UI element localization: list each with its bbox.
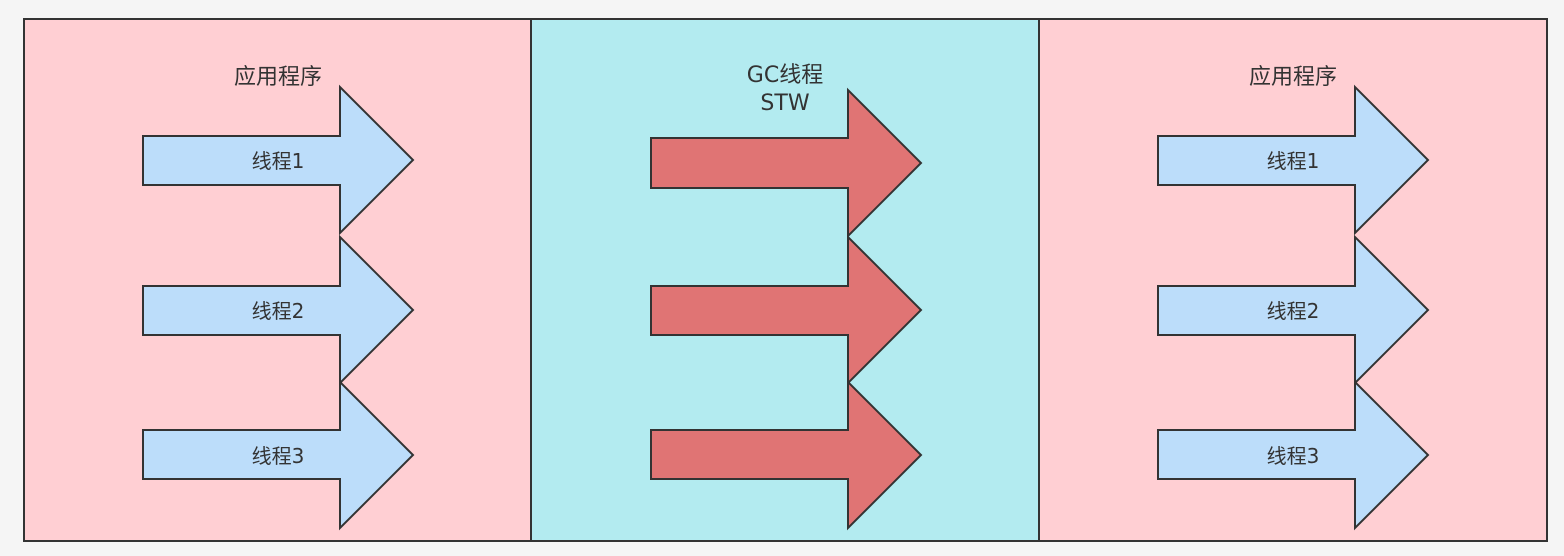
- gc-thread-arrow-shape: [650, 234, 923, 386]
- thread-arrow-label: 线程2: [252, 299, 305, 323]
- thread-arrow: 线程1: [1157, 84, 1430, 236]
- gc-thread-arrow-shape: [650, 379, 923, 531]
- panel-gc-subtitle: STW: [760, 91, 809, 116]
- thread-arrow-label: 线程2: [1267, 299, 1320, 323]
- gc-thread-arrow: [650, 234, 923, 386]
- panel-application-left-title: 应用程序: [234, 65, 322, 90]
- thread-arrow-shape: [1157, 234, 1430, 386]
- panel-gc-title: GC线程: [747, 63, 823, 88]
- panel-application-right-title: 应用程序: [1249, 65, 1337, 90]
- gc-thread-arrow: [650, 87, 923, 239]
- thread-arrow: 线程3: [142, 379, 415, 531]
- thread-arrow-shape: [142, 234, 415, 386]
- thread-arrow: 线程1: [142, 84, 415, 236]
- thread-arrow-label: 线程3: [252, 444, 305, 468]
- thread-arrow-shape: [1157, 379, 1430, 531]
- thread-arrow-shape: [1157, 84, 1430, 236]
- thread-arrow-label: 线程3: [1267, 444, 1320, 468]
- thread-arrow-shape: [142, 84, 415, 236]
- gc-thread-arrow-shape: [650, 87, 923, 239]
- thread-arrow: 线程2: [1157, 234, 1430, 386]
- thread-arrow: 线程2: [142, 234, 415, 386]
- thread-arrow-label: 线程1: [1267, 149, 1320, 173]
- thread-arrow-label: 线程1: [252, 149, 305, 173]
- thread-arrow: 线程3: [1157, 379, 1430, 531]
- thread-arrow-shape: [142, 379, 415, 531]
- gc-thread-arrow: [650, 379, 923, 531]
